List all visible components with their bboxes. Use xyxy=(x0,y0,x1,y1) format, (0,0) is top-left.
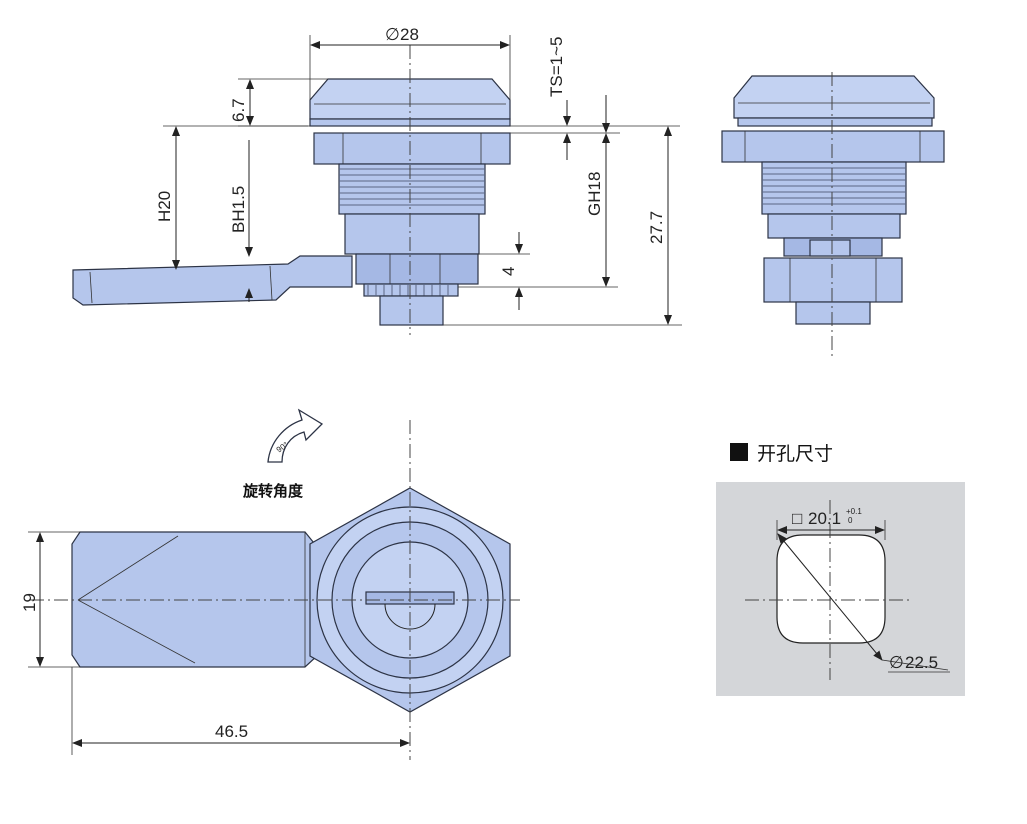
dim-46-5: 46.5 xyxy=(71,667,410,755)
cutout-hole xyxy=(776,534,886,644)
dim-bh-label: BH1.5 xyxy=(229,186,248,233)
key-slot-arc xyxy=(384,603,436,630)
dim-19: 19 xyxy=(20,531,80,668)
retaining-ring xyxy=(363,283,459,297)
cutout-square-label: 20.1 xyxy=(808,509,841,528)
dim-gh-label: GH18 xyxy=(585,172,604,216)
dim-6-7-label: 6.7 xyxy=(229,98,248,122)
side-cap xyxy=(733,75,935,119)
lever-arm xyxy=(72,255,353,306)
square-symbol: □ xyxy=(792,509,802,528)
square-bullet-icon xyxy=(730,443,748,461)
dim-bh: BH1.5 xyxy=(229,140,253,302)
side-stem xyxy=(795,301,871,325)
side-lower-body xyxy=(767,213,901,239)
dim-46-5-label: 46.5 xyxy=(215,722,248,741)
cam-block xyxy=(355,253,479,285)
side-washer xyxy=(737,117,933,127)
cutout-tol-upper: +0.1 xyxy=(846,507,862,516)
cutout-diameter-label: 22.5 xyxy=(905,653,938,672)
top-view: 19 46.5 90° 旋转角度 xyxy=(20,408,520,760)
dim-4-label: 4 xyxy=(499,267,518,276)
dim-19-label: 19 xyxy=(20,593,39,612)
diameter-symbol: ∅ xyxy=(385,25,400,44)
cutout-tol-lower: 0 xyxy=(848,516,853,525)
cutout-section: 开孔尺寸 □ 20.1 +0.1 0 ∅ 22.5 xyxy=(716,443,965,696)
dim-ts: TS=1~5 xyxy=(510,37,680,160)
side-tab xyxy=(809,239,851,257)
stem xyxy=(379,295,444,326)
side-cam xyxy=(763,257,903,303)
lower-body xyxy=(344,213,480,255)
threaded-body xyxy=(338,163,486,215)
diameter-28-label: 28 xyxy=(400,25,419,44)
rotation-arrow-icon: 90° xyxy=(267,408,324,463)
front-view: ∅ 28 6.7 H20 BH1.5 TS=1~5 xyxy=(72,25,682,335)
dim-27-7: 27.7 xyxy=(443,126,682,326)
side-thread-lines xyxy=(762,167,906,205)
dim-ts-label: TS=1~5 xyxy=(547,37,566,98)
rotation-angle-label: 旋转角度 xyxy=(242,482,304,500)
side-threaded-body xyxy=(761,161,907,215)
hex-nut xyxy=(313,132,511,165)
dim-gh: GH18 xyxy=(458,95,618,288)
dim-diameter-28: ∅ 28 xyxy=(309,25,511,100)
dim-h20: H20 xyxy=(155,125,308,270)
dim-27-7-label: 27.7 xyxy=(647,211,666,244)
cutout-diameter-symbol: ∅ xyxy=(889,653,904,672)
side-nut xyxy=(721,130,945,163)
thread-lines xyxy=(339,168,485,206)
side-view xyxy=(721,72,945,360)
dim-4: 4 xyxy=(478,232,530,310)
dim-h20-label: H20 xyxy=(155,191,174,222)
cutout-title: 开孔尺寸 xyxy=(757,443,833,465)
